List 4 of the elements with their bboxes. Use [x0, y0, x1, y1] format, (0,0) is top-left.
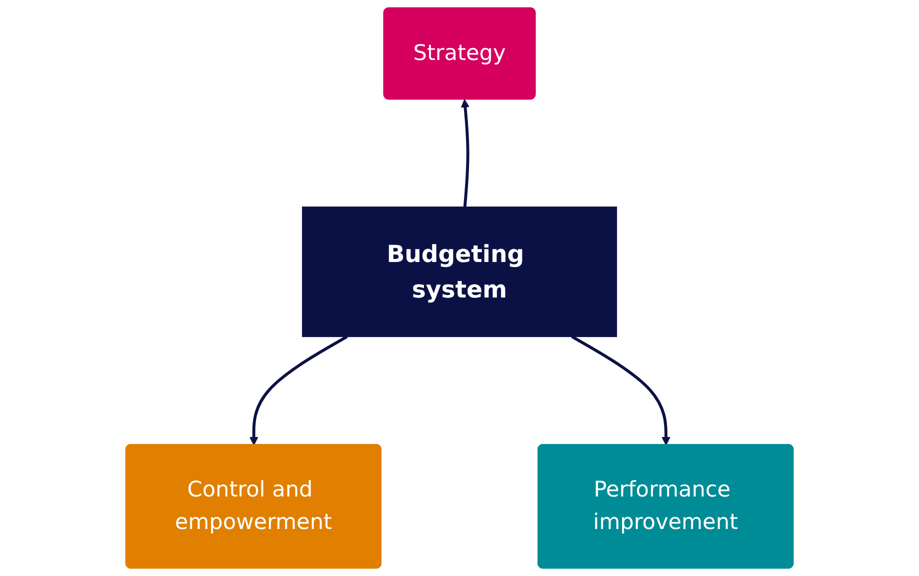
node-box: Budgeting system [302, 206, 617, 338]
arrow [571, 335, 670, 446]
arrow [250, 335, 348, 446]
arrow [460, 99, 470, 208]
